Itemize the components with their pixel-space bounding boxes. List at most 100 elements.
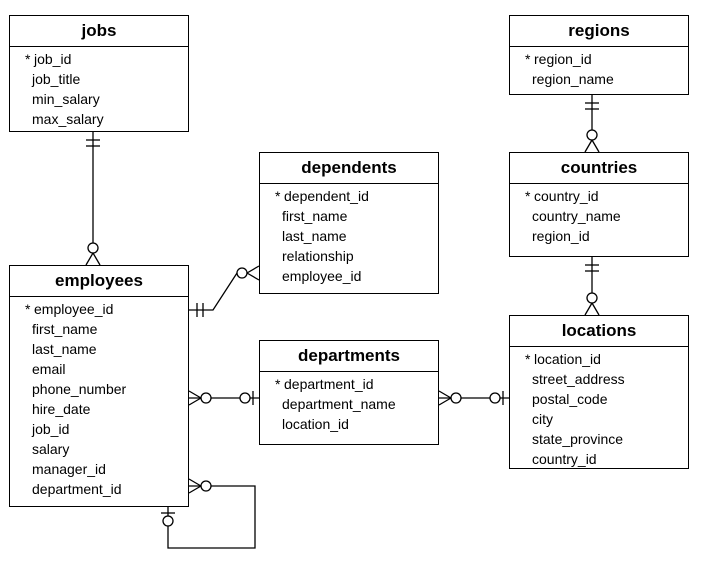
primary-key-marker: *: [25, 51, 31, 67]
crows-foot: [584, 302, 593, 316]
countries-table: countries *country_id country_name region_…: [509, 152, 689, 257]
countries-fields: *country_id country_name region_id: [510, 184, 688, 246]
jobs-table: jobs *job_id job_title min_salary max_salar…: [9, 15, 189, 132]
field-name: employee_id: [282, 268, 362, 284]
zero-circle: [200, 480, 212, 492]
regions-title: regions: [510, 16, 688, 47]
employees-title: employees: [10, 266, 188, 297]
field-hire-date: hire_date: [10, 399, 188, 419]
zero-circle: [450, 392, 462, 404]
field-first-name: first_name: [260, 206, 438, 226]
field-country-name: country_name: [510, 206, 688, 226]
regions-table: regions *region_id region_name: [509, 15, 689, 95]
countries-title: countries: [510, 153, 688, 184]
field-state-province: state_province: [510, 429, 688, 449]
field-employee-id: *employee_id: [10, 299, 188, 319]
field-department-id: department_id: [10, 479, 188, 499]
field-region-id: region_id: [510, 226, 688, 246]
zero-circle: [586, 292, 598, 304]
field-name: region_id: [532, 228, 590, 244]
field-max-salary: max_salary: [10, 109, 188, 129]
field-name: min_salary: [32, 91, 100, 107]
field-country-id: *country_id: [510, 186, 688, 206]
crows-foot: [188, 485, 202, 494]
field-name: postal_code: [532, 391, 608, 407]
field-name: relationship: [282, 248, 354, 264]
field-name: phone_number: [32, 381, 127, 397]
field-name: dependent_id: [284, 188, 369, 204]
dependents-title: dependents: [260, 153, 438, 184]
field-name: first_name: [32, 321, 98, 337]
crows-foot: [246, 265, 260, 274]
field-name: manager_id: [32, 461, 106, 477]
field-name: employee_id: [34, 301, 114, 317]
primary-key-marker: *: [525, 51, 531, 67]
zero-circle: [489, 392, 501, 404]
field-location-id: location_id: [260, 414, 438, 434]
zero-circle: [236, 267, 248, 279]
field-city: city: [510, 409, 688, 429]
field-department-name: department_name: [260, 394, 438, 414]
field-name: country_id: [534, 188, 599, 204]
field-department-id: *department_id: [260, 374, 438, 394]
field-last-name: last_name: [10, 339, 188, 359]
primary-key-marker: *: [275, 188, 281, 204]
field-name: hire_date: [32, 401, 91, 417]
crows-foot: [246, 272, 260, 281]
crows-foot: [92, 252, 101, 266]
jobs-title: jobs: [10, 16, 188, 47]
field-name: job_id: [32, 421, 70, 437]
field-salary: salary: [10, 439, 188, 459]
field-name: job_title: [32, 71, 81, 87]
field-manager-id: manager_id: [10, 459, 188, 479]
crows-foot: [188, 390, 202, 399]
field-job-title: job_title: [10, 69, 188, 89]
field-region-id: *region_id: [510, 49, 688, 69]
zero-circle: [586, 129, 598, 141]
field-name: department_id: [284, 376, 374, 392]
zero-circle: [200, 392, 212, 404]
regions-fields: *region_id region_name: [510, 47, 688, 89]
field-job-id: job_id: [10, 419, 188, 439]
field-country-id: country_id: [510, 449, 688, 469]
field-first-name: first_name: [10, 319, 188, 339]
crows-foot: [85, 252, 94, 266]
field-phone-number: phone_number: [10, 379, 188, 399]
employees-self-line: [167, 485, 256, 549]
zero-circle: [239, 392, 251, 404]
field-name: city: [532, 411, 553, 427]
crows-foot: [438, 397, 452, 406]
field-name: first_name: [282, 208, 348, 224]
field-name: max_salary: [32, 111, 104, 127]
locations-title: locations: [510, 316, 688, 347]
field-name: department_id: [32, 481, 122, 497]
zero-circle: [87, 242, 99, 254]
field-street-address: street_address: [510, 369, 688, 389]
field-name: country_name: [532, 208, 621, 224]
field-name: salary: [32, 441, 70, 457]
primary-key-marker: *: [25, 301, 31, 317]
primary-key-marker: *: [275, 376, 281, 392]
crows-foot: [188, 478, 202, 487]
field-name: region_name: [532, 71, 614, 87]
field-name: region_id: [534, 51, 592, 67]
field-job-id: *job_id: [10, 49, 188, 69]
field-last-name: last_name: [260, 226, 438, 246]
field-name: state_province: [532, 431, 624, 447]
crows-foot: [584, 139, 593, 153]
field-region-name: region_name: [510, 69, 688, 89]
field-name: country_id: [532, 451, 597, 467]
field-employee-id: employee_id: [260, 266, 438, 286]
field-min-salary: min_salary: [10, 89, 188, 109]
primary-key-marker: *: [525, 188, 531, 204]
crows-foot: [591, 302, 600, 316]
employees-table: employees *employee_id first_name last_nam…: [9, 265, 189, 507]
crows-foot: [591, 139, 600, 153]
field-name: location_id: [282, 416, 349, 432]
